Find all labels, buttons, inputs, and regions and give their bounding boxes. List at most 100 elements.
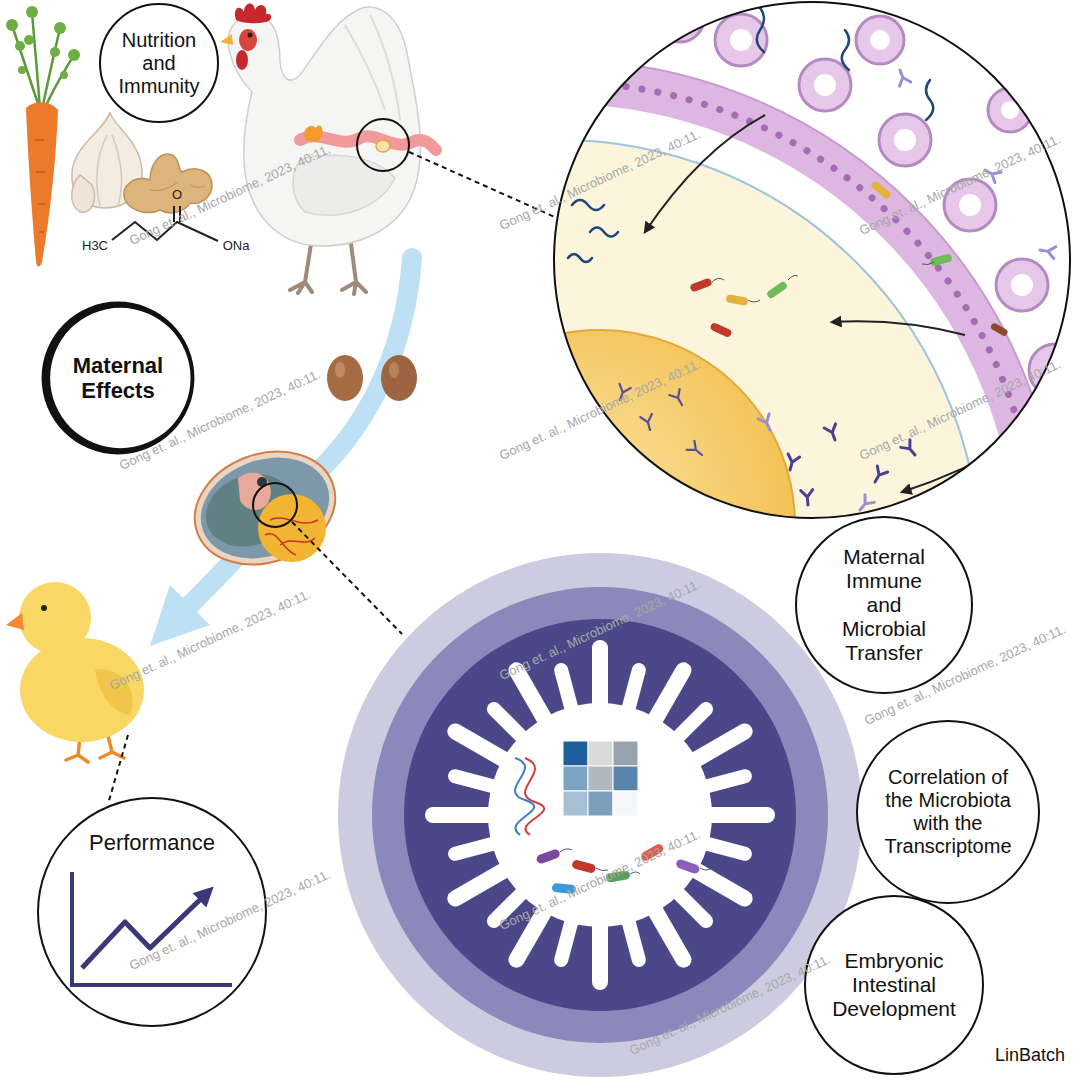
watermark: Gong et. al., Microbiome, 2023, 40:11. [857, 356, 1063, 463]
zoom-oviduct [982, 165, 1001, 183]
zoom-oviduct [801, 490, 814, 506]
author-credit: LinBatch [995, 1045, 1065, 1067]
intestine-section [553, 662, 583, 726]
intestine-section [553, 905, 583, 969]
carrot [18, 66, 26, 74]
watermark: Gong et. al., Microbiome, 2023, 40:11. [497, 356, 703, 463]
zoom-oviduct [901, 440, 920, 459]
embryo-egg [179, 433, 351, 584]
carrot [26, 102, 58, 266]
zoom-oviduct [766, 280, 789, 299]
chick [95, 669, 133, 715]
intestine-section [535, 843, 712, 894]
carrot [6, 6, 80, 267]
chemical-bonds [112, 222, 218, 241]
chemical-label: H3C [82, 238, 108, 254]
zoom-oviduct [950, 489, 967, 508]
intestine-section [605, 870, 630, 883]
circle-label: Maternal Effects [63, 353, 173, 404]
zoom-oviduct [572, 200, 604, 210]
zoom-oviduct [758, 414, 775, 433]
zoom-leader [292, 522, 402, 634]
hen [304, 126, 322, 142]
performance-circle: Performance [37, 797, 267, 1027]
watermark: Gong et. al., Microbiome, 2023, 40:11. [497, 826, 703, 933]
intestine-section [425, 640, 775, 990]
carrot [26, 6, 38, 18]
zoom-oviduct [879, 114, 931, 166]
intestine-section [588, 766, 613, 791]
embryo-egg [258, 494, 326, 562]
topic-circle: Nutrition and Immunity [99, 3, 219, 123]
ginger [124, 154, 212, 213]
chick [6, 613, 24, 630]
intestine-section [690, 768, 754, 798]
intestine-section [613, 741, 638, 766]
zoom-outline [554, 2, 1070, 518]
topic-circle: Correlation of the Microbiota with the T… [856, 720, 1040, 904]
zoom-oviduct [715, 14, 767, 66]
circle-label: Embryonic Intestinal Development [829, 949, 959, 1021]
embryo-egg [238, 473, 271, 510]
zoom-oviduct [1011, 274, 1033, 296]
intestine-section [563, 741, 638, 816]
circle-label: Nutrition and Immunity [114, 29, 204, 98]
chick [41, 605, 47, 611]
hen [235, 3, 271, 23]
intestine-section [447, 768, 511, 798]
zoom-oviduct [670, 8, 690, 28]
chemical-label: ONa [223, 238, 250, 254]
embryo-egg [187, 440, 344, 575]
carrot [24, 35, 34, 45]
embryo-egg [265, 518, 318, 555]
intestine-section [506, 659, 560, 736]
zoom-leader [108, 735, 128, 804]
hen [220, 3, 436, 294]
circle-label: Correlation of the Microbiota with the T… [876, 766, 1021, 858]
hen [357, 119, 409, 171]
zoom-oviduct [709, 322, 732, 339]
intestine-section [552, 883, 577, 894]
hen [239, 29, 257, 51]
zoom-oviduct [814, 74, 836, 96]
circle-label: Performance [89, 830, 215, 855]
zoom-oviduct [870, 180, 892, 200]
intestine-section [571, 859, 597, 874]
carrot [34, 140, 46, 232]
brush-ring [42, 302, 195, 455]
zoom-oviduct [856, 16, 904, 64]
zoom-oviduct [990, 322, 1009, 337]
zoom-oviduct [926, 80, 933, 120]
carrot [60, 71, 68, 79]
zoom-oviduct [572, 384, 706, 476]
garlic [72, 175, 95, 212]
zoom-oviduct [568, 8, 933, 262]
performance-chart [82, 892, 208, 968]
watermark: Gong et. al., Microbiome, 2023, 40:11. [627, 951, 833, 1058]
hen [376, 140, 390, 152]
carrot [15, 41, 25, 51]
intestine-section [588, 741, 613, 766]
intestine-section [675, 858, 701, 875]
zoom-oviduct [712, 262, 934, 302]
garlic [97, 135, 122, 206]
intestine-section [560, 849, 712, 874]
zoom-oviduct [832, 321, 965, 335]
chemical-bonds [112, 206, 218, 241]
zoom-oviduct [870, 466, 888, 485]
carrot [68, 49, 80, 61]
hen [345, 15, 400, 120]
zoom-oviduct [929, 253, 952, 266]
eggs [381, 355, 417, 401]
zoom-oviduct [572, 397, 591, 415]
hen [228, 7, 420, 246]
ginger [150, 182, 205, 191]
zoom-oviduct [902, 430, 1035, 492]
intestine-section [641, 893, 695, 970]
zoom-oviduct [725, 294, 748, 306]
carrot [6, 19, 18, 31]
zoom-oviduct [645, 115, 1035, 492]
zoom-oviduct [1039, 244, 1056, 258]
intestine-section [372, 587, 828, 1043]
eggs [327, 355, 417, 401]
